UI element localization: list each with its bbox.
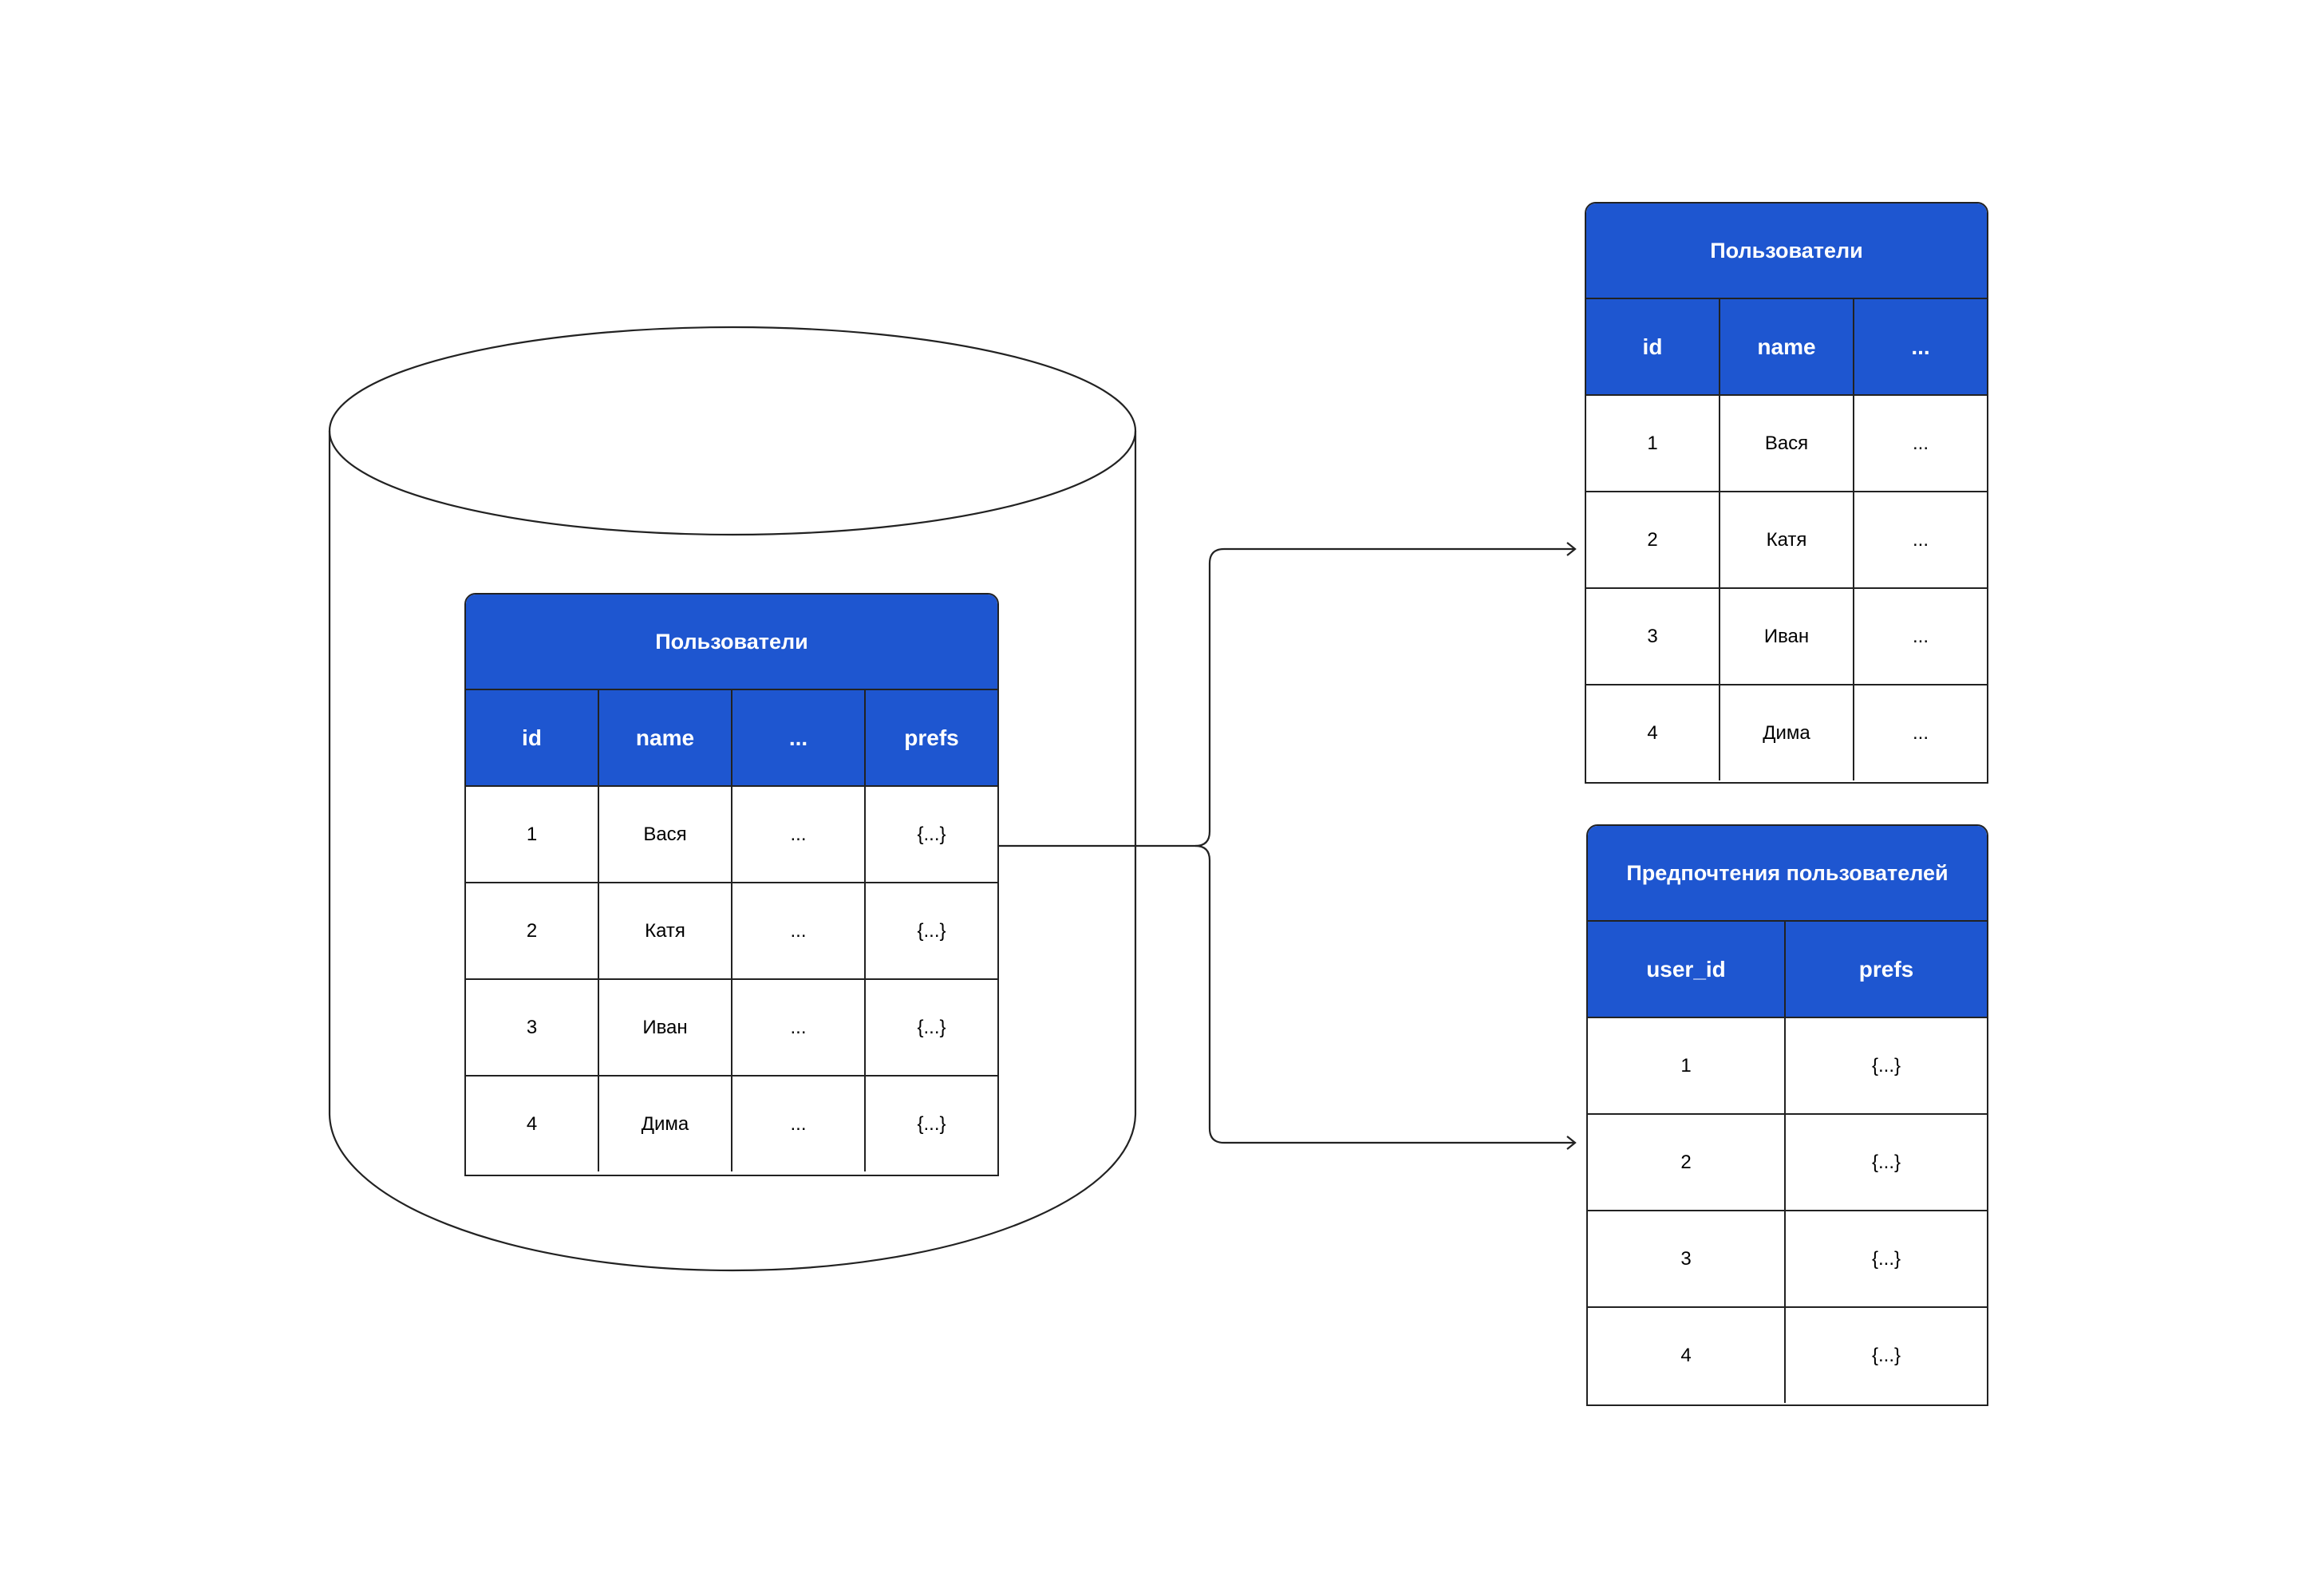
table-cell: 3 <box>466 980 599 1075</box>
table-cell: {...} <box>917 823 946 845</box>
table-cell: ... <box>732 980 866 1075</box>
source-table-header-row: id name ... prefs <box>466 690 997 787</box>
table-row: 1 Вася ... {...} <box>466 787 997 883</box>
table-cell: {...} <box>1871 1054 1901 1077</box>
table-row: 3 Иван ... {...} <box>466 980 997 1077</box>
database-cylinder-top <box>328 326 1137 536</box>
split-connector-lower <box>1194 844 1575 1144</box>
column-header-prefs: prefs <box>1858 956 1914 982</box>
table-row: 4 Дима ... {...} <box>466 1077 997 1171</box>
table-cell: 3 <box>1586 589 1720 684</box>
column-header-user-id: user_id <box>1588 922 1786 1017</box>
column-header-id: id <box>1586 299 1720 394</box>
database-cylinder-body <box>328 431 1137 1272</box>
table-row: 4 Дима ... <box>1586 685 1987 780</box>
table-row: 2 Катя ... <box>1586 492 1987 589</box>
column-header-ellipsis: ... <box>732 690 866 785</box>
table-cell: Иван <box>1720 589 1854 684</box>
table-cell: Иван <box>599 980 732 1075</box>
table-cell: Дима <box>599 1077 732 1171</box>
table-cell: 1 <box>1588 1018 1786 1113</box>
table-cell: {...} <box>917 919 946 942</box>
source-table-users: Пользователи id name ... prefs 1 Вася ..… <box>464 593 999 1176</box>
column-header-name: name <box>599 690 732 785</box>
table-cell: 4 <box>1586 685 1720 780</box>
table-cell: {...} <box>917 1016 946 1038</box>
arrowhead-to-prefs-table <box>1566 1136 1577 1150</box>
table-cell: ... <box>732 1077 866 1171</box>
table-cell: 4 <box>466 1077 599 1171</box>
table-row: 1 Вася ... <box>1586 396 1987 492</box>
table-row: 3 Иван ... <box>1586 589 1987 685</box>
table-cell: Дима <box>1720 685 1854 780</box>
table-cell: ... <box>1912 432 1929 454</box>
table-cell: 2 <box>466 883 599 978</box>
table-cell: ... <box>1912 721 1929 744</box>
table-cell: Вася <box>1720 396 1854 491</box>
table-cell: 2 <box>1586 492 1720 587</box>
table-cell: {...} <box>917 1112 946 1135</box>
table-cell: {...} <box>1871 1247 1901 1270</box>
users-table-title: Пользователи <box>1586 203 1987 299</box>
table-row: 1 {...} <box>1588 1018 1987 1115</box>
table-cell: {...} <box>1871 1344 1901 1366</box>
column-header-name: name <box>1720 299 1854 394</box>
table-cell: Катя <box>1720 492 1854 587</box>
table-cell: 1 <box>466 787 599 882</box>
table-row: 3 {...} <box>1588 1211 1987 1308</box>
table-cell: 4 <box>1588 1308 1786 1403</box>
column-header-id: id <box>466 690 599 785</box>
table-cell: 1 <box>1586 396 1720 491</box>
column-header-ellipsis: ... <box>1911 334 1930 359</box>
users-table-header-row: id name ... <box>1586 299 1987 396</box>
source-table-title: Пользователи <box>466 595 997 690</box>
table-cell: {...} <box>1871 1151 1901 1173</box>
table-row: 4 {...} <box>1588 1308 1987 1403</box>
table-cell: 2 <box>1588 1115 1786 1210</box>
prefs-table-header-row: user_id prefs <box>1588 922 1987 1018</box>
column-header-prefs: prefs <box>904 725 959 750</box>
table-cell: Катя <box>599 883 732 978</box>
table-row: 2 {...} <box>1588 1115 1987 1211</box>
table-cell: 3 <box>1588 1211 1786 1306</box>
table-cell: ... <box>732 883 866 978</box>
table-cell: ... <box>732 787 866 882</box>
table-row: 2 Катя ... {...} <box>466 883 997 980</box>
split-connector <box>999 547 1575 847</box>
table-cell: Вася <box>599 787 732 882</box>
target-table-users: Пользователи id name ... 1 Вася ... 2 Ка… <box>1585 202 1988 784</box>
table-cell: ... <box>1912 625 1929 647</box>
target-table-user-preferences: Предпочтения пользователей user_id prefs… <box>1586 824 1988 1406</box>
table-cell: ... <box>1912 528 1929 551</box>
arrowhead-to-users-table <box>1566 542 1577 556</box>
prefs-table-title: Предпочтения пользователей <box>1588 826 1987 922</box>
